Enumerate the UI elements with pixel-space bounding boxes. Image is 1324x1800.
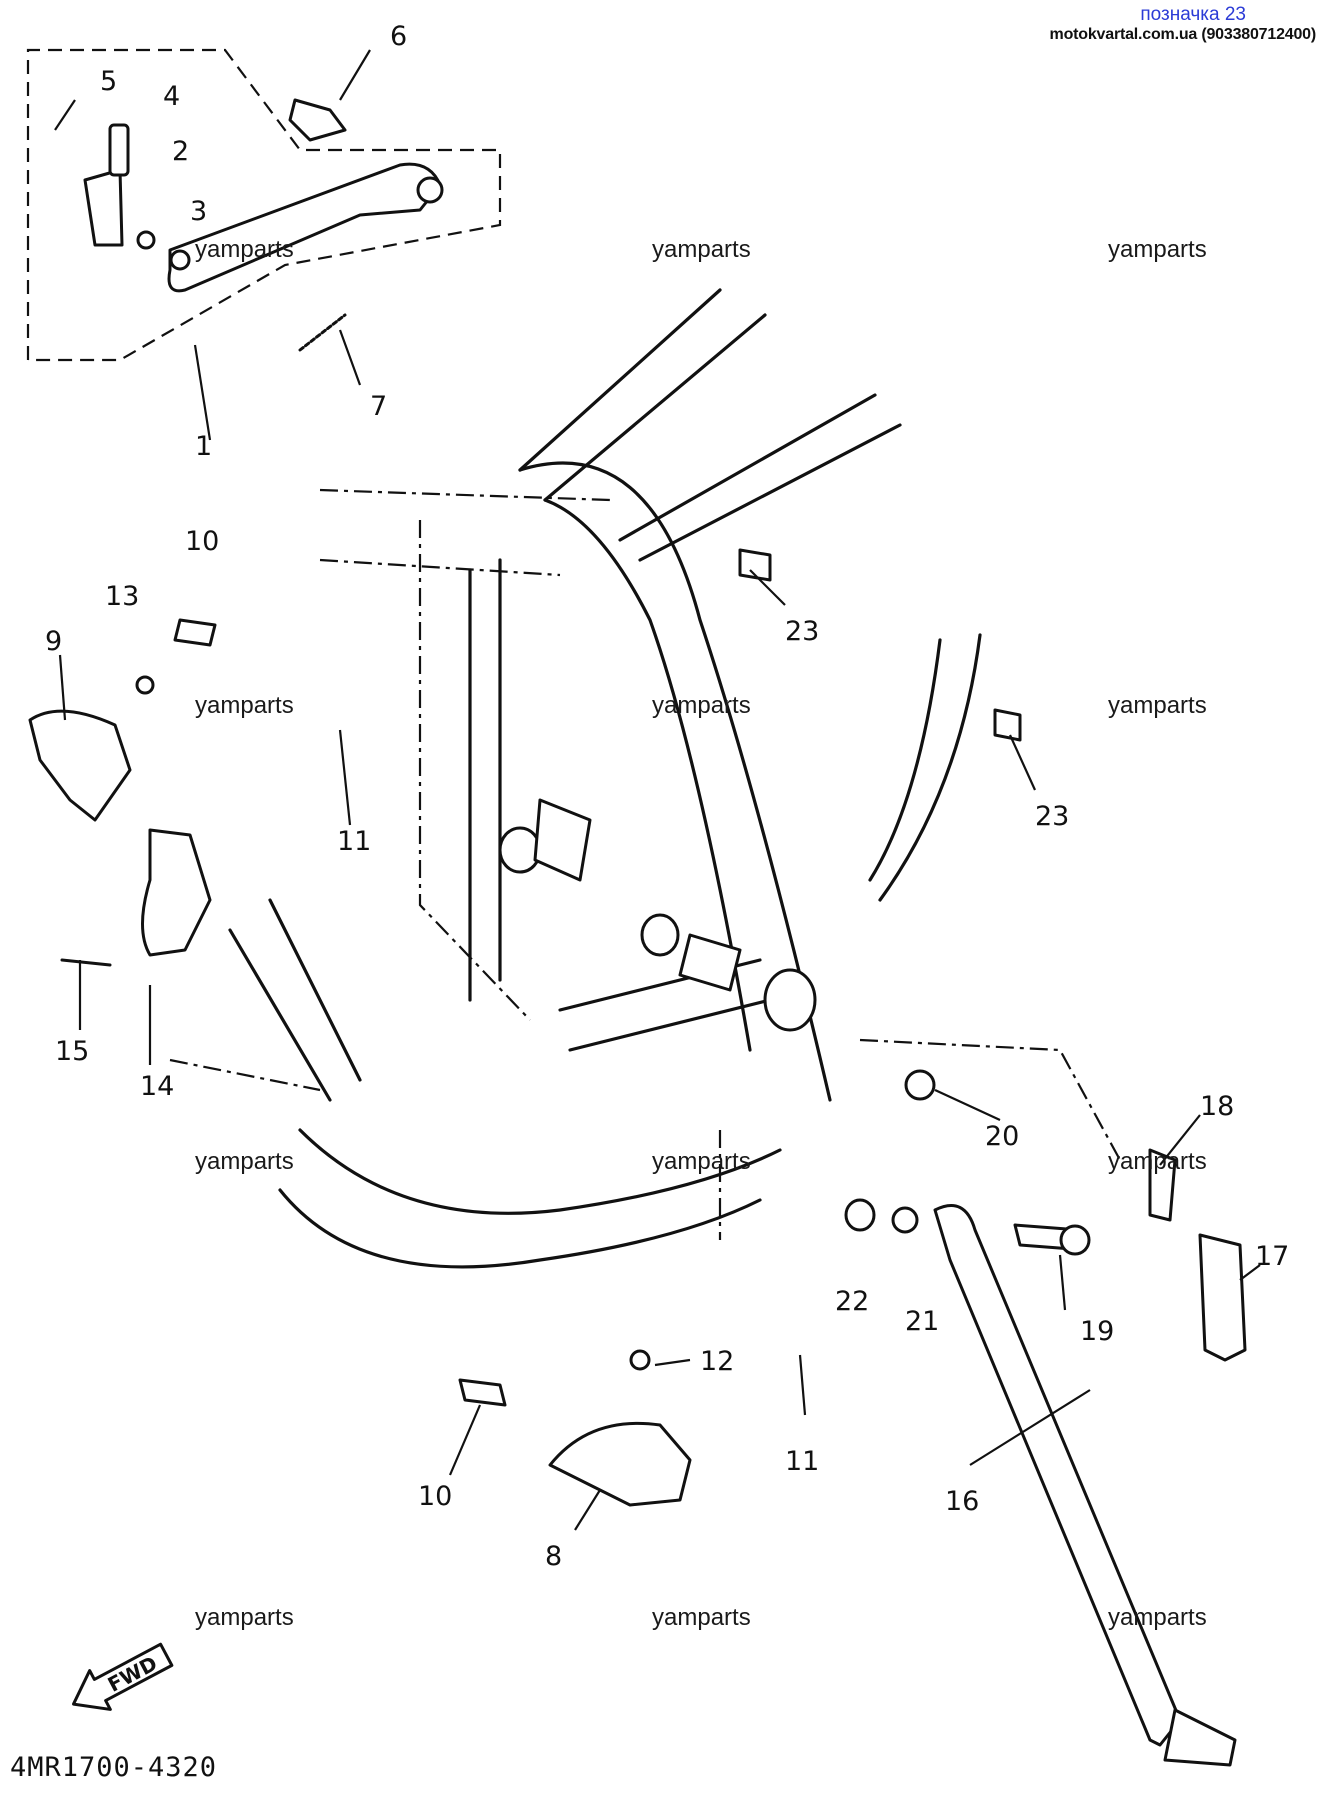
callout-12: 12 [700,1346,734,1377]
footrest-right [458,1349,692,1507]
footrest-left [28,618,217,967]
callout-8: 8 [545,1541,562,1572]
callout-13: 13 [105,581,139,612]
watermark: yamparts [1108,236,1207,263]
diagram-code: 4MR1700-4320 [10,1752,218,1783]
callout-23-upper: 23 [785,616,819,647]
sidestand [738,548,1247,1767]
callout-23-lower: 23 [1035,801,1069,832]
watermark: yamparts [195,692,294,719]
callout-22: 22 [835,1286,869,1317]
callout-19: 19 [1080,1316,1114,1347]
callout-7: 7 [370,391,387,422]
callout-numbers: 1 2 3 4 5 6 7 8 9 10 10 11 11 12 13 14 1… [45,21,1289,1572]
leader-lines [58,49,1261,1531]
watermark: yamparts [1108,1148,1207,1175]
watermark: yamparts [1108,1604,1207,1631]
callout-1: 1 [195,431,212,462]
callout-6: 6 [390,21,407,52]
main-frame [228,288,982,1269]
callout-9: 9 [45,626,62,657]
callout-16: 16 [945,1486,979,1517]
brake-pedal-group [26,48,502,441]
callout-4: 4 [163,81,180,112]
callout-14: 14 [140,1071,174,1102]
fwd-arrow: FWD [72,1642,174,1711]
callout-11-upper: 11 [337,826,371,857]
watermark: yamparts [652,236,751,263]
watermark: yamparts [652,1604,751,1631]
callout-15: 15 [55,1036,89,1067]
callout-10-upper: 10 [185,526,219,557]
watermark: yamparts [652,692,751,719]
assembly-lines [169,488,1121,1240]
watermark: yamparts [195,1148,294,1175]
callout-17: 17 [1255,1241,1289,1272]
callout-10-lower: 10 [418,1481,452,1512]
watermark: yamparts [195,1604,294,1631]
callout-5: 5 [100,66,117,97]
page-title: позначка 23 [1140,4,1246,25]
callout-3: 3 [190,196,207,227]
callout-21: 21 [905,1306,939,1337]
callout-2: 2 [172,136,189,167]
callout-11-lower: 11 [785,1446,819,1477]
watermark: yamparts [195,236,294,263]
callout-18: 18 [1200,1091,1234,1122]
source-site[interactable]: motokvartal.com.ua (903380712400) [1049,26,1317,43]
watermark: yamparts [1108,692,1207,719]
watermark: yamparts [652,1148,751,1175]
callout-20: 20 [985,1121,1019,1152]
